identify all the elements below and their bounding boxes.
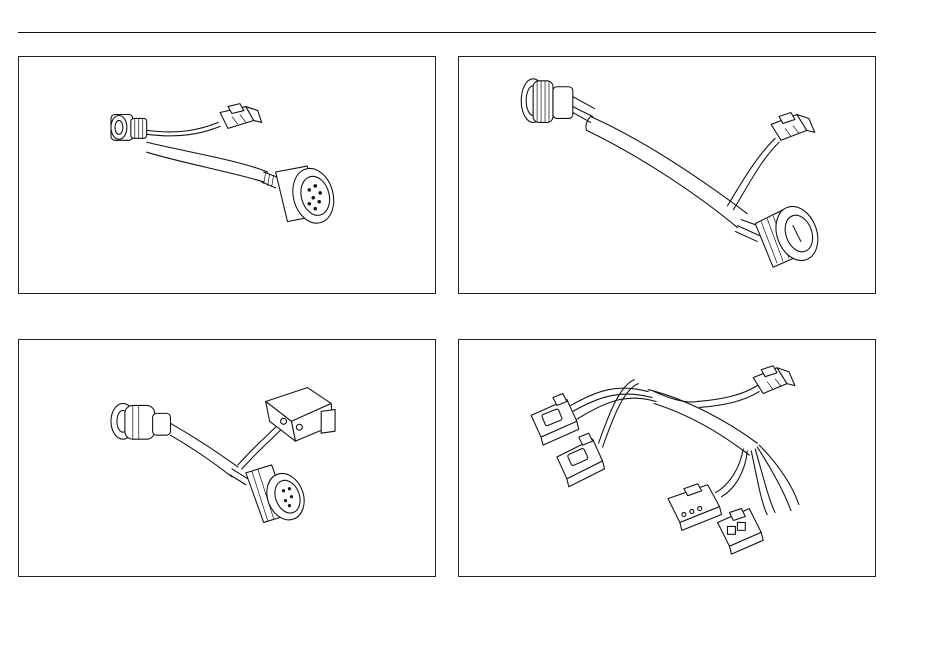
wiring-harness-illustration-1 <box>19 57 435 293</box>
multi-pin-connector-d <box>718 509 764 555</box>
figure-panel-3 <box>18 339 436 577</box>
figure-panel-1 <box>18 56 436 294</box>
wiring-harness-illustration-2 <box>459 57 875 293</box>
wiring-harness-illustration-3 <box>19 340 435 576</box>
wiring-harness-illustration-4 <box>459 340 875 576</box>
small-rectangular-connector <box>771 113 815 141</box>
rectangular-multi-pin-connector <box>266 388 335 442</box>
round-female-connector <box>246 465 311 525</box>
small-rectangular-connector <box>220 104 262 129</box>
round-flange-connector <box>111 115 147 141</box>
figure-panel-2 <box>458 56 876 294</box>
multi-pin-connector-c <box>668 484 722 531</box>
small-rectangular-connector <box>753 366 795 394</box>
flat-connector-b <box>557 433 605 487</box>
round-female-connector <box>276 164 340 228</box>
round-flange-connector <box>111 403 170 439</box>
flat-connector-a <box>531 394 579 446</box>
threaded-male-connector <box>521 79 573 123</box>
large-round-connector <box>755 201 825 268</box>
figure-panel-4 <box>458 339 876 577</box>
top-rule <box>18 32 876 33</box>
